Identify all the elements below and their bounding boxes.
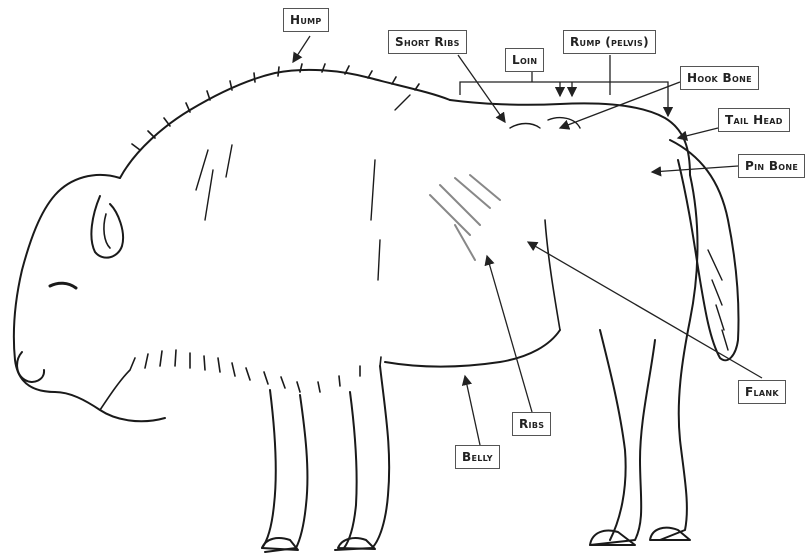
flank-leader bbox=[528, 242, 762, 378]
eye bbox=[50, 283, 76, 288]
chest-fur bbox=[100, 350, 381, 410]
label-ribs: Ribs bbox=[512, 412, 551, 436]
pin-bone-leader bbox=[652, 166, 738, 172]
flank-line bbox=[545, 220, 560, 330]
tail-head-leader bbox=[678, 128, 718, 138]
hook-bone-leader bbox=[560, 82, 680, 128]
front-leg-left bbox=[265, 395, 307, 552]
front-hooves bbox=[262, 538, 375, 550]
short-ribs-leader bbox=[458, 55, 505, 122]
label-short-ribs: Short Ribs bbox=[388, 30, 467, 54]
nose-outline bbox=[17, 352, 44, 382]
label-hump: Hump bbox=[283, 8, 329, 32]
hump-leader bbox=[293, 36, 310, 62]
label-rump: Rump (pelvis) bbox=[563, 30, 656, 54]
label-hook-bone: Hook Bone bbox=[680, 66, 759, 90]
horn-outline bbox=[91, 196, 123, 258]
label-tail-head: Tail Head bbox=[718, 108, 790, 132]
front-leg-right bbox=[335, 366, 389, 550]
label-belly: Belly bbox=[455, 445, 500, 469]
ribs-leader bbox=[487, 256, 532, 412]
belly-line bbox=[385, 330, 560, 367]
head-outline bbox=[14, 175, 165, 421]
hind-leg-front bbox=[590, 340, 655, 545]
loin-leader bbox=[460, 82, 610, 95]
label-pin-bone: Pin Bone bbox=[738, 154, 805, 178]
back-line bbox=[450, 100, 690, 175]
label-flank: Flank bbox=[738, 380, 786, 404]
belly-leader bbox=[465, 376, 480, 445]
label-loin: Loin bbox=[505, 48, 544, 72]
tail-outline bbox=[670, 140, 739, 360]
rump-leader bbox=[610, 55, 668, 116]
rib-shading bbox=[430, 175, 500, 260]
hump-outline bbox=[120, 70, 450, 178]
